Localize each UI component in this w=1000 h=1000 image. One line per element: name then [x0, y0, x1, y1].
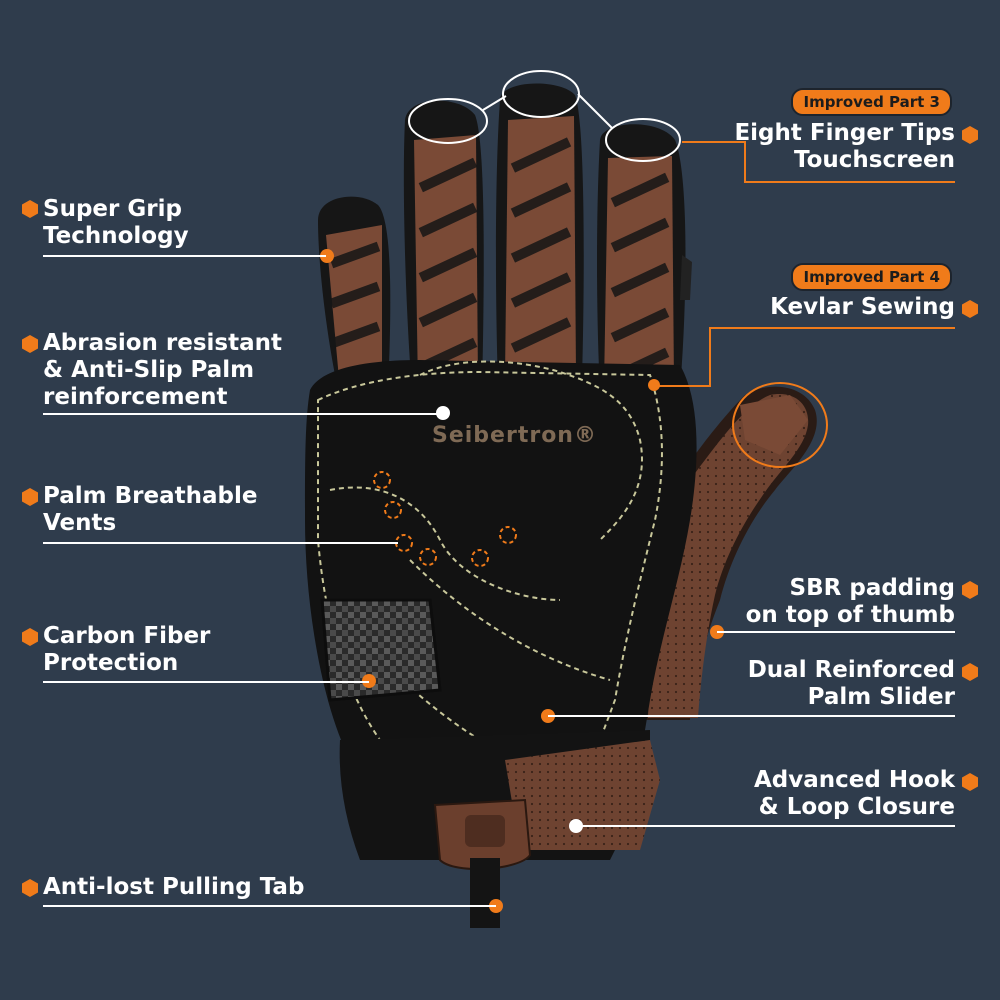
hexagon-bullet-icon: [22, 200, 38, 218]
leader-line: [576, 825, 955, 827]
callout-line: Eight Finger Tips: [734, 120, 955, 146]
callout-line: Technology: [43, 223, 189, 249]
callout-line: Anti-lost Pulling Tab: [43, 874, 305, 900]
wrist: [339, 730, 660, 928]
brand-logo-text: Seibertron®: [432, 423, 597, 448]
callout-line: Super Grip: [43, 196, 182, 222]
leader-line: [548, 715, 955, 717]
hexagon-bullet-icon: [962, 126, 978, 144]
callout-line: Palm Breathable: [43, 483, 258, 509]
fingers: [318, 83, 692, 400]
callout-line: Advanced Hook: [753, 767, 955, 793]
callout-line: SBR padding: [789, 575, 955, 601]
leader-line: [43, 905, 496, 907]
improved-badge: Improved Part 4: [791, 263, 952, 291]
hexagon-bullet-icon: [962, 663, 978, 681]
callout-line: Palm Slider: [807, 684, 955, 710]
thumb: [640, 386, 817, 720]
hexagon-bullet-icon: [22, 879, 38, 897]
hexagon-bullet-icon: [962, 300, 978, 318]
leader-line: [43, 542, 398, 544]
improved-badge: Improved Part 3: [791, 88, 952, 116]
callout-line: & Loop Closure: [758, 794, 955, 820]
hexagon-bullet-icon: [22, 335, 38, 353]
callout-line: Vents: [43, 510, 117, 536]
callout-line: & Anti-Slip Palm: [43, 357, 255, 383]
callout-line: Carbon Fiber: [43, 623, 211, 649]
white-pointers: [408, 70, 681, 162]
callout-line: Kevlar Sewing: [770, 294, 955, 320]
hexagon-bullet-icon: [22, 628, 38, 646]
orange-pointers: [655, 141, 955, 468]
hexagon-bullet-icon: [962, 581, 978, 599]
leader-line: [43, 681, 369, 683]
callout-line: reinforcement: [43, 384, 228, 410]
callout-line: Abrasion resistant: [43, 330, 282, 356]
palm: [305, 360, 697, 761]
callout-line: Protection: [43, 650, 179, 676]
leader-line: [43, 255, 326, 257]
leader-line: [717, 631, 955, 633]
callout-line: Touchscreen: [793, 147, 955, 173]
hexagon-bullet-icon: [22, 488, 38, 506]
hexagon-bullet-icon: [962, 773, 978, 791]
callout-line: on top of thumb: [745, 602, 955, 628]
leader-line: [43, 413, 443, 415]
callout-line: Dual Reinforced: [747, 657, 955, 683]
